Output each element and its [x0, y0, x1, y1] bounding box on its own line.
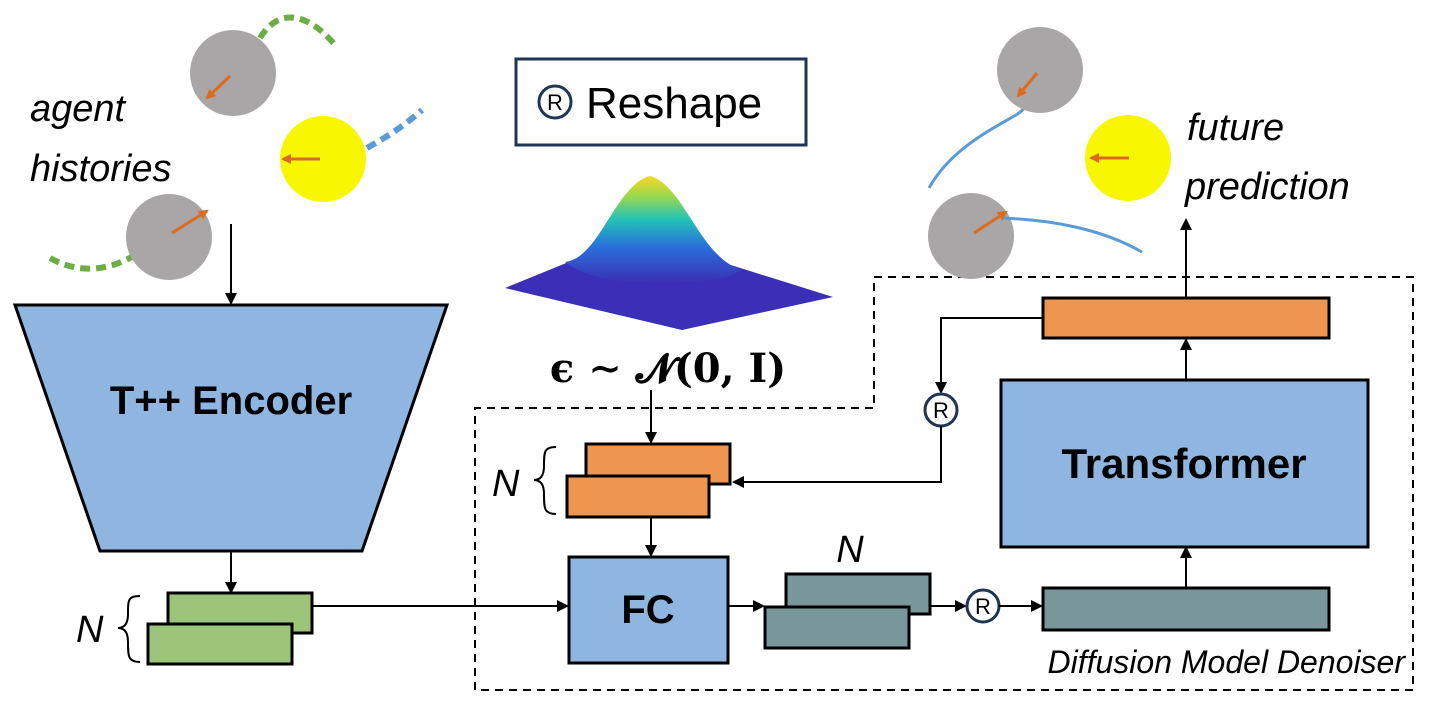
reshape-symbol: R	[547, 90, 563, 115]
arrow-feedback-to-stack	[732, 426, 942, 488]
transformer-label: Transformer	[1061, 440, 1306, 487]
encoder-count-brace	[117, 595, 141, 663]
future-prediction-label-2: prediction	[1184, 166, 1350, 208]
agent-direction-arrow	[205, 74, 232, 100]
history-trail-green-top	[257, 14, 338, 47]
agent-circle-icon	[928, 193, 1014, 279]
agent-histories-label-1: agent	[30, 88, 127, 130]
agent-histories-group	[48, 14, 424, 280]
agent-direction-arrow	[1016, 72, 1039, 98]
agent-embedding-stack	[146, 591, 314, 666]
noisy-trajectory-stack	[565, 442, 732, 519]
reshape-symbol: R	[975, 594, 991, 619]
fc-output-count-label: N	[836, 529, 864, 571]
agent-direction-arrow	[973, 210, 1008, 235]
agent-direction-arrow	[171, 209, 209, 235]
fc-label: FC	[621, 588, 674, 632]
denoised-output	[1041, 296, 1331, 340]
encoder-count-label: N	[76, 609, 104, 651]
history-trail-green-bottom	[48, 252, 137, 272]
reshape-legend: R Reshape	[514, 57, 808, 147]
noise-count-brace	[533, 446, 557, 515]
denoiser-region	[474, 276, 1414, 691]
future-prediction-group	[927, 27, 1171, 279]
history-trail-blue	[365, 107, 424, 151]
arrow-feedback-to-reshape	[935, 317, 1043, 394]
denoiser-label: Diffusion Model Denoiser	[1048, 644, 1407, 680]
future-prediction-label-1: future	[1187, 107, 1284, 149]
agent-circle-icon	[190, 30, 276, 116]
reshape-legend-text: Reshape	[586, 79, 762, 128]
reshape-icon	[537, 84, 573, 120]
transformer-block: Transformer	[999, 378, 1370, 549]
noise-distribution-label: ϵ ∼ 𝓝(0, I)	[550, 345, 786, 392]
future-trajectory	[1001, 216, 1143, 254]
agent-circle-icon	[997, 27, 1083, 113]
fc-block: FC	[567, 555, 730, 665]
encoder-block: T++ Encoder	[12, 303, 450, 553]
fc-output-stack	[763, 572, 932, 650]
encoder-label: T++ Encoder	[110, 379, 352, 423]
gaussian-surface-icon	[505, 176, 833, 330]
noise-count-label: N	[492, 463, 520, 505]
agent-circle-icon	[280, 116, 366, 202]
reshape-symbol: R	[933, 398, 949, 423]
agent-histories-label-2: histories	[30, 148, 172, 190]
token-sequence	[1041, 586, 1331, 632]
agent-circle-icon	[126, 194, 212, 280]
